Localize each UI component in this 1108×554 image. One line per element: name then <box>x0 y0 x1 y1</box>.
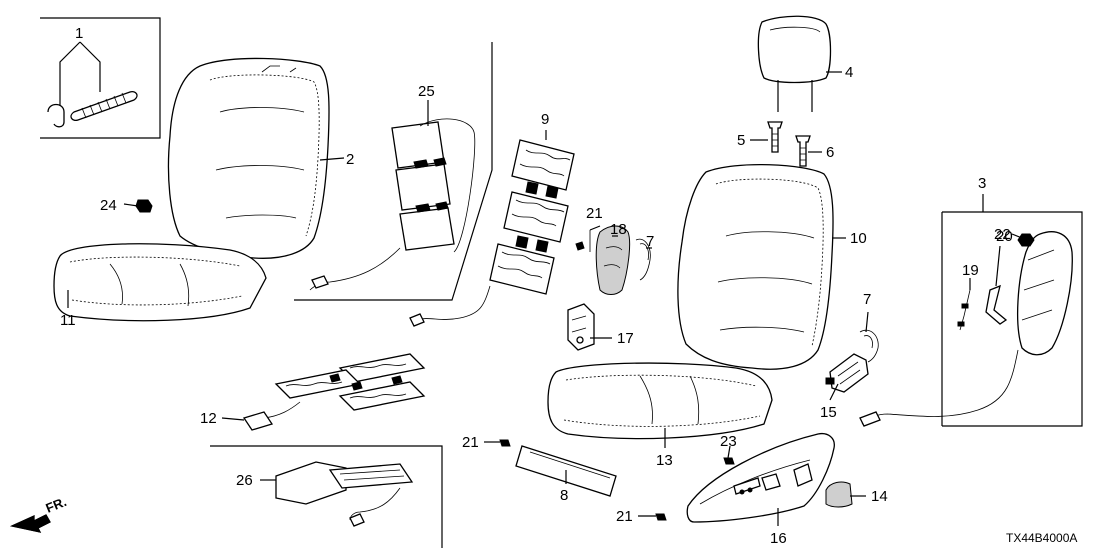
callout-21-lower: 21 <box>616 508 633 525</box>
callout-1: 1 <box>75 25 83 42</box>
callout-4: 4 <box>845 64 853 81</box>
callout-2: 2 <box>346 151 354 168</box>
leader-lines <box>59 41 1023 526</box>
part-12-seat-heater <box>242 353 426 431</box>
callout-10: 10 <box>850 230 867 247</box>
callout-21-mid: 21 <box>462 434 479 451</box>
callout-20: 20 <box>996 228 1013 245</box>
part-20-bracket <box>985 284 1008 325</box>
front-label: FR. <box>44 494 69 516</box>
part-24-clip <box>135 199 153 213</box>
callout-25: 25 <box>418 83 435 100</box>
part-11-cushion-cover <box>53 243 267 322</box>
callout-15: 15 <box>820 404 837 421</box>
callout-19: 19 <box>962 262 979 279</box>
callout-11: 11 <box>60 312 76 329</box>
part-14-knob <box>825 481 853 508</box>
part-17-bracket <box>567 303 595 351</box>
separator-lines <box>40 17 1083 548</box>
part-13-seat-cushion <box>547 362 773 440</box>
part-22-nut <box>1017 233 1035 247</box>
part-21-clip-mid <box>499 439 511 447</box>
part-7-clip-lower <box>859 329 879 363</box>
front-arrow-icon <box>9 514 51 533</box>
callout-24: 24 <box>100 197 117 214</box>
part-21-clip-lower <box>655 513 667 521</box>
part-23-clip <box>723 457 735 465</box>
diagram-code: TX44B4000A <box>1006 531 1077 545</box>
callout-23: 23 <box>720 433 737 450</box>
callout-7-lower: 7 <box>863 291 871 308</box>
callout-5: 5 <box>737 132 745 149</box>
part-2-back-cover <box>167 57 330 259</box>
part-15-bracket <box>825 353 869 393</box>
part-6-guide <box>795 135 811 167</box>
callout-17: 17 <box>617 330 634 347</box>
callout-21-upper: 21 <box>586 205 603 222</box>
part-21-clip-upper <box>575 230 591 252</box>
part-3-side-airbag <box>859 231 1073 427</box>
part-26-cushion-pad <box>275 461 414 527</box>
part-10-seat-back <box>677 163 834 370</box>
callout-14: 14 <box>871 488 888 505</box>
part-25-back-heater <box>309 118 476 291</box>
part-9-cushion-heater <box>409 139 575 327</box>
callout-6: 6 <box>826 144 834 161</box>
callout-7-upper: 7 <box>646 233 654 250</box>
callout-18: 18 <box>610 221 627 238</box>
callout-8: 8 <box>560 487 568 504</box>
callout-3: 3 <box>978 175 986 192</box>
part-1-clips <box>47 90 138 128</box>
part-19-wire <box>957 289 971 331</box>
callout-12: 12 <box>200 410 217 427</box>
callout-13: 13 <box>656 452 673 469</box>
callout-22: 22 <box>994 226 1011 243</box>
callouts: 1 2 3 4 5 6 7 7 8 9 10 11 12 13 14 15 16… <box>60 25 1013 547</box>
part-4-headrest <box>757 15 832 112</box>
callout-9: 9 <box>541 111 549 128</box>
callout-26: 26 <box>236 472 253 489</box>
callout-16: 16 <box>770 530 787 547</box>
part-16-side-trim <box>686 432 835 523</box>
part-5-guide <box>767 121 783 153</box>
part-18-cover <box>595 225 631 295</box>
